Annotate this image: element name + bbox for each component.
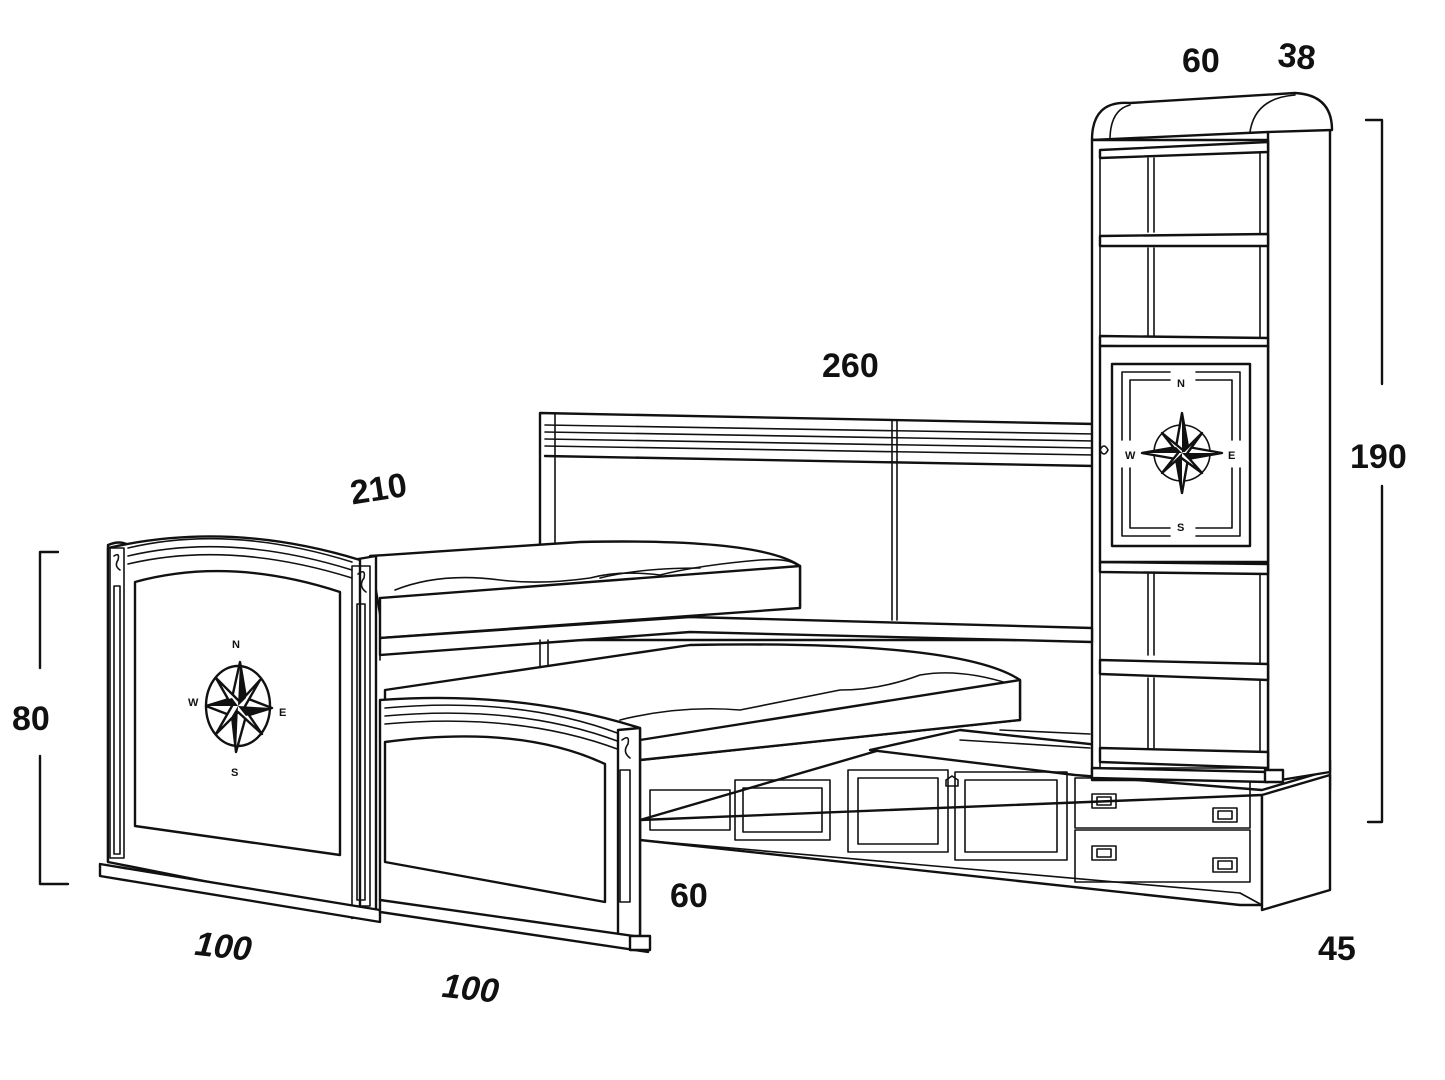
dimension-shelf-height: 190	[1350, 438, 1407, 476]
headboard-compass-north: N	[232, 639, 240, 651]
dimension-labels: 60 38 260 190 210 80 100 100 60 45	[12, 36, 1407, 1011]
base-doors	[649, 769, 1068, 861]
dimension-back-length: 260	[822, 347, 879, 385]
dimension-headboard-width-1: 100	[193, 925, 253, 969]
cabinet-compass-south: S	[1177, 522, 1184, 534]
dimension-base-depth: 45	[1318, 930, 1356, 968]
cabinet-compass-north: N	[1177, 378, 1185, 390]
headboard-compass-rose: N W E S	[188, 639, 286, 779]
headboard-compass-west: W	[188, 697, 199, 709]
dimension-headboard-width-2: 100	[440, 967, 500, 1011]
cabinet-compass-west: W	[1125, 450, 1136, 462]
headboard-compass-east: E	[279, 707, 286, 719]
dimension-shelf-depth: 38	[1276, 36, 1318, 78]
upper-bed	[368, 540, 1094, 677]
cabinet-compass-east: E	[1228, 450, 1235, 462]
cabinet-compass-rose: N W E S	[1125, 378, 1235, 534]
trundle-bed	[378, 643, 1022, 954]
dimension-trundle-depth: 60	[670, 877, 708, 915]
dimension-bed-height: 80	[12, 700, 50, 738]
dimension-bed-length: 210	[348, 466, 410, 512]
tall-shelf-unit: N W E S	[1090, 91, 1334, 784]
dimension-brackets	[38, 118, 1384, 886]
left-headboard: N W E S	[98, 535, 382, 924]
dimension-shelf-width: 60	[1182, 42, 1220, 80]
headboard-compass-south: S	[231, 767, 238, 779]
